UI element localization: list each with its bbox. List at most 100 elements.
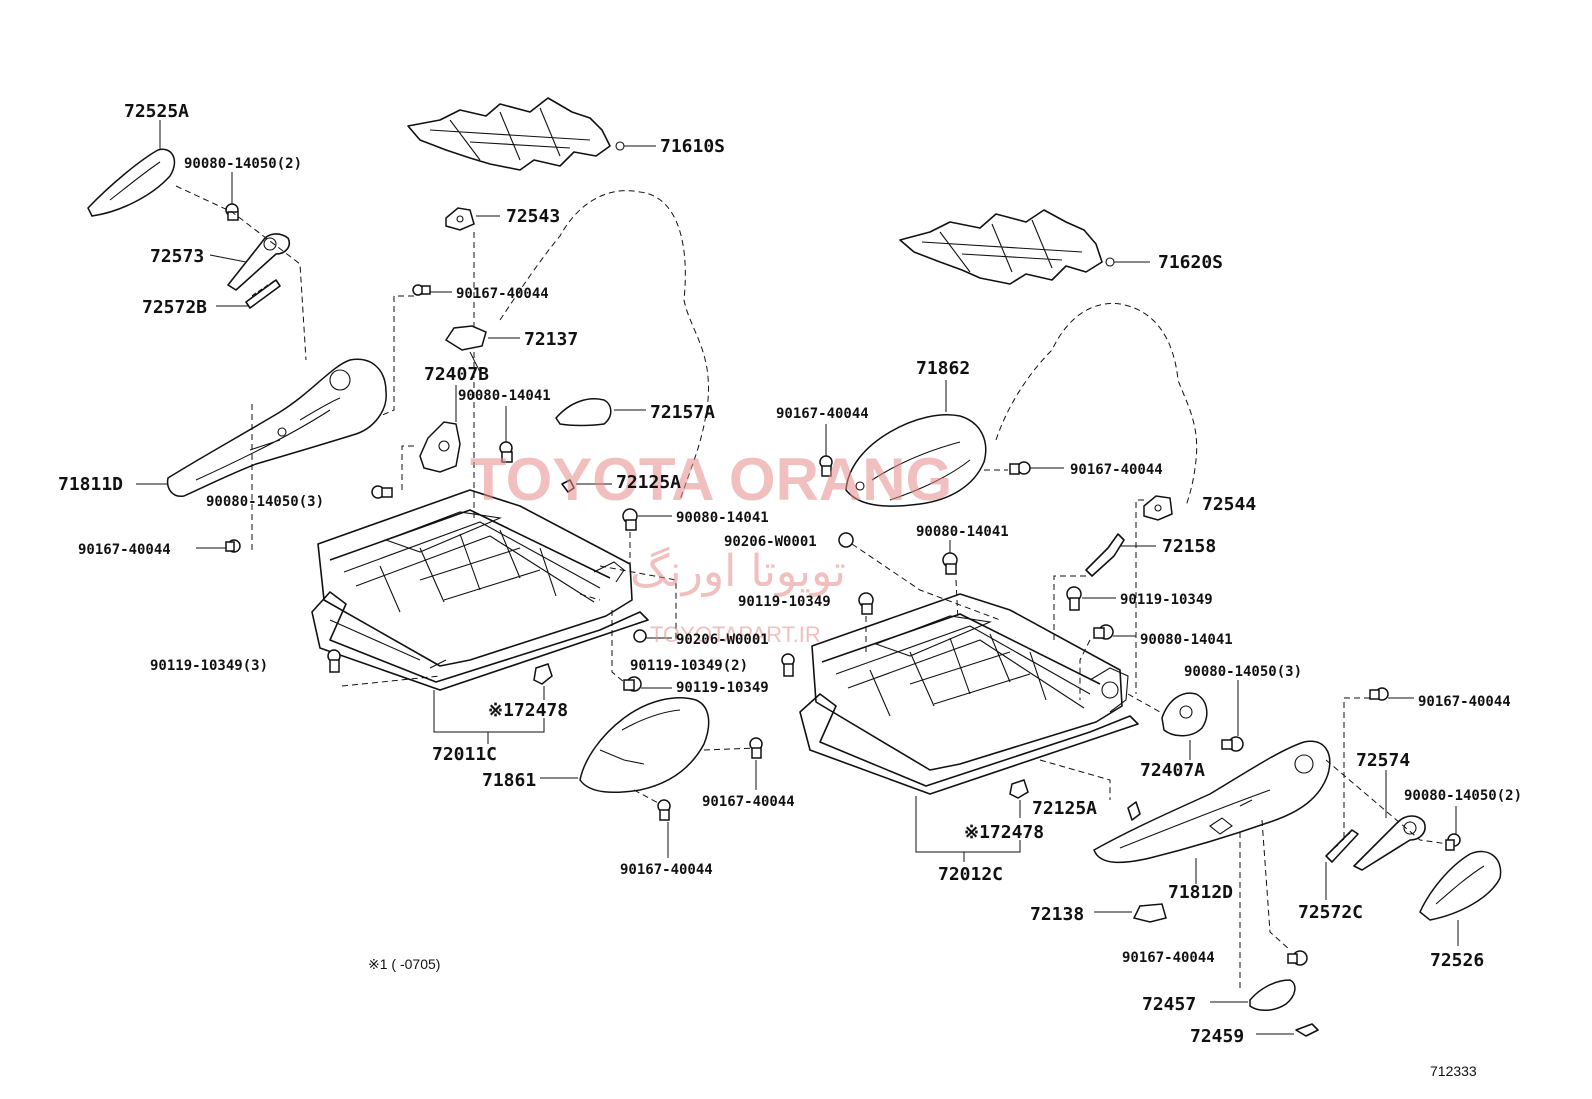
knob-72526[interactable]: [1419, 850, 1502, 946]
seat-track-72011C[interactable]: [311, 489, 649, 691]
bolt-90119-10349-b[interactable]: [858, 592, 874, 615]
seatback-outline-left: [499, 190, 709, 501]
bolt-90119-10349-c[interactable]: [1066, 586, 1116, 611]
clip-72138[interactable]: [1094, 903, 1167, 923]
bolt-90080-14041-c[interactable]: [942, 540, 958, 575]
label-90119-10349-3: 90119-10349(3): [150, 658, 268, 674]
label-72573: 72573: [150, 246, 204, 267]
clip-90167-40044-g[interactable]: [1369, 687, 1414, 701]
spring-72572B[interactable]: [216, 279, 281, 309]
label-72407B: 72407B: [424, 364, 489, 385]
label-90119-10349-a: 90119-10349: [676, 680, 769, 696]
label-72572B: 72572B: [142, 297, 207, 318]
label-72157A: 72157A: [650, 402, 715, 423]
label-71811D: 71811D: [58, 474, 123, 495]
watermark-brand: TOYOTA ORANG: [470, 446, 952, 513]
shield-71862[interactable]: [845, 380, 987, 507]
cover-72407B[interactable]: [419, 385, 461, 473]
cover-72407A[interactable]: [1161, 692, 1208, 760]
label-72525A: 72525A: [124, 101, 189, 122]
clip-90167-40044-f[interactable]: [1009, 461, 1064, 475]
label-72138: 72138: [1030, 904, 1084, 925]
label-72012C: 72012C: [938, 864, 1003, 885]
diagram-id: 712333: [1430, 1063, 1477, 1079]
clip-90167-40044-c[interactable]: [749, 737, 763, 790]
label-90080-14050-2-left: 90080-14050(2): [184, 156, 302, 172]
nut-90206-W0001-a[interactable]: [838, 532, 854, 548]
lever-72574[interactable]: [1353, 770, 1426, 871]
bolt-90080-14041-a[interactable]: [499, 406, 513, 463]
bolt-90119-10349-2[interactable]: [781, 653, 795, 677]
footnote: ※1 ( -0705): [368, 956, 440, 972]
clip-90167-40044-h[interactable]: [1287, 950, 1308, 966]
label-72158: 72158: [1162, 536, 1216, 557]
knob-72525A[interactable]: [87, 120, 176, 217]
label-72478-b: ※172478: [964, 822, 1044, 843]
bracket-72158[interactable]: [1085, 533, 1156, 577]
bolt-90119-10349-3[interactable]: [327, 649, 341, 673]
bracket-72544[interactable]: [1143, 495, 1173, 521]
clip-90167-40044-b[interactable]: [196, 539, 241, 553]
seat-track-72012C[interactable]: [799, 593, 1139, 795]
bolt-90080-14050-3-right[interactable]: [1221, 680, 1244, 752]
label-90080-14050-3-right: 90080-14050(3): [1184, 664, 1302, 680]
label-90080-14050-3-left: 90080-14050(3): [206, 494, 324, 510]
clip-90167-40044-e[interactable]: [819, 424, 833, 477]
clip-72125A-b[interactable]: [1127, 801, 1141, 821]
bolt-90080-14041-b[interactable]: [622, 508, 672, 531]
bolt-90080-14050-3-left[interactable]: [371, 485, 393, 499]
label-72457: 72457: [1142, 994, 1196, 1015]
label-90167-40044-c: 90167-40044: [702, 794, 795, 810]
label-72407A: 72407A: [1140, 760, 1205, 781]
bracket-72543[interactable]: [445, 207, 500, 231]
label-71861: 71861: [482, 770, 536, 791]
label-72544: 72544: [1202, 494, 1256, 515]
clip-72478-b[interactable]: [1009, 779, 1029, 818]
lead-72011C: [433, 690, 545, 744]
label-72543: 72543: [506, 206, 560, 227]
label-71812D: 71812D: [1168, 882, 1233, 903]
cover-72457[interactable]: [1210, 979, 1296, 1011]
cover-72137[interactable]: [444, 325, 520, 373]
clip-72478-a[interactable]: [533, 663, 553, 700]
label-72526: 72526: [1430, 950, 1484, 971]
label-90167-40044-d: 90167-40044: [620, 862, 713, 878]
label-90167-40044-b: 90167-40044: [78, 542, 171, 558]
label-90119-10349-c: 90119-10349: [1120, 592, 1213, 608]
cover-72157A[interactable]: [555, 398, 646, 427]
label-90167-40044-f: 90167-40044: [1070, 462, 1163, 478]
seatback-outline-right: [995, 303, 1198, 507]
lead-72012C: [915, 796, 1021, 862]
nut-90206-W0001-b[interactable]: [633, 629, 672, 643]
shield-71861[interactable]: [540, 697, 710, 794]
side-shield-71811D[interactable]: [136, 358, 387, 497]
label-72125A-a: 72125A: [616, 472, 681, 493]
bolt-90080-14050-left[interactable]: [225, 172, 239, 221]
bolt-90119-10349-a[interactable]: [623, 676, 672, 692]
label-72478-a: ※172478: [488, 700, 568, 721]
clip-90167-40044-a[interactable]: [412, 284, 452, 296]
label-71620S: 71620S: [1158, 252, 1223, 273]
watermark-site: TOYOTAPART.IR: [650, 622, 821, 647]
label-72459: 72459: [1190, 1026, 1244, 1047]
label-90080-14041-a: 90080-14041: [458, 388, 551, 404]
label-90119-10349-b: 90119-10349: [738, 594, 831, 610]
label-90206-W0001-a: 90206-W0001: [724, 534, 817, 550]
bolt-90080-14050-2-right[interactable]: [1445, 806, 1461, 851]
label-90080-14050-2-right: 90080-14050(2): [1404, 788, 1522, 804]
lever-72573[interactable]: [209, 233, 291, 291]
clip-72125A-a[interactable]: [561, 479, 612, 493]
clip-90167-40044-d[interactable]: [657, 799, 671, 858]
spring-mat-71620S[interactable]: [899, 209, 1150, 285]
label-90167-40044-e: 90167-40044: [776, 406, 869, 422]
bolt-90080-14041-d[interactable]: [1093, 624, 1136, 640]
side-shield-71812D[interactable]: [1093, 740, 1331, 884]
label-72572C: 72572C: [1298, 902, 1363, 923]
spring-72572C[interactable]: [1325, 829, 1359, 900]
pad-72459[interactable]: [1256, 1023, 1319, 1037]
spring-mat-71610S[interactable]: [407, 97, 656, 171]
label-90167-40044-h: 90167-40044: [1122, 950, 1215, 966]
watermark-arabic: تویوتا اورنگ: [630, 546, 846, 597]
